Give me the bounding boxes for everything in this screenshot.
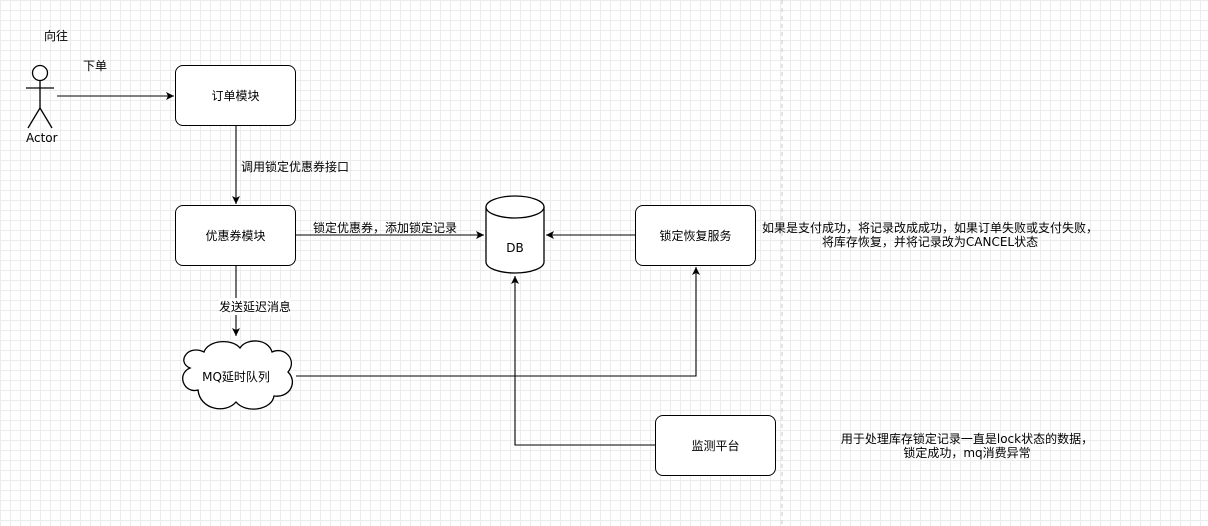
order-module-node[interactable]: 订单模块 [175, 65, 296, 126]
edge-label-call-lock: 调用锁定优惠券接口 [241, 160, 350, 174]
lock-restore-service-node[interactable]: 锁定恢复服务 [635, 205, 756, 266]
monitor-platform-node[interactable]: 监测平台 [655, 415, 776, 476]
monitor-note-line-2: 锁定成功，mq消费异常 [903, 446, 1031, 460]
monitor-note: 用于处理库存锁定记录一直是lock状态的数据， 锁定成功，mq消费异常 [832, 432, 1102, 460]
actor-figure[interactable] [26, 64, 54, 129]
mq-label: MQ延时队列 [202, 369, 270, 384]
db-cylinder[interactable] [485, 195, 545, 274]
coupon-module-label: 优惠券模块 [205, 229, 266, 243]
order-module-label: 订单模块 [211, 89, 260, 103]
mq-cloud[interactable] [182, 340, 293, 410]
edge-mq-to-restore [296, 267, 700, 377]
edge-label-send-delay: 发送延迟消息 [219, 298, 292, 315]
monitor-note-line-1: 用于处理库存锁定记录一直是lock状态的数据， [840, 432, 1094, 446]
monitor-platform-label: 监测平台 [691, 439, 740, 453]
lock-restore-service-label: 锁定恢复服务 [659, 229, 732, 243]
edge-label-place-order: 下单 [83, 59, 108, 73]
restore-note-line-1: 如果是支付成功，将记录改成成功，如果订单失败或支付失败， [761, 221, 1098, 235]
coupon-module-node[interactable]: 优惠券模块 [175, 205, 296, 266]
restore-note: 如果是支付成功，将记录改成成功，如果订单失败或支付失败， 将库存恢复，并将记录改… [760, 221, 1100, 249]
restore-note-line-2: 将库存恢复，并将记录改为CANCEL状态 [821, 235, 1039, 249]
db-label: DB [506, 241, 524, 255]
actor-top-label: 向往 [44, 29, 69, 43]
actor-name-label: Actor [26, 131, 58, 145]
edge-label-lock-coupon: 锁定优惠券，添加锁定记录 [313, 221, 458, 235]
edge-monitor-to-db [511, 276, 655, 446]
